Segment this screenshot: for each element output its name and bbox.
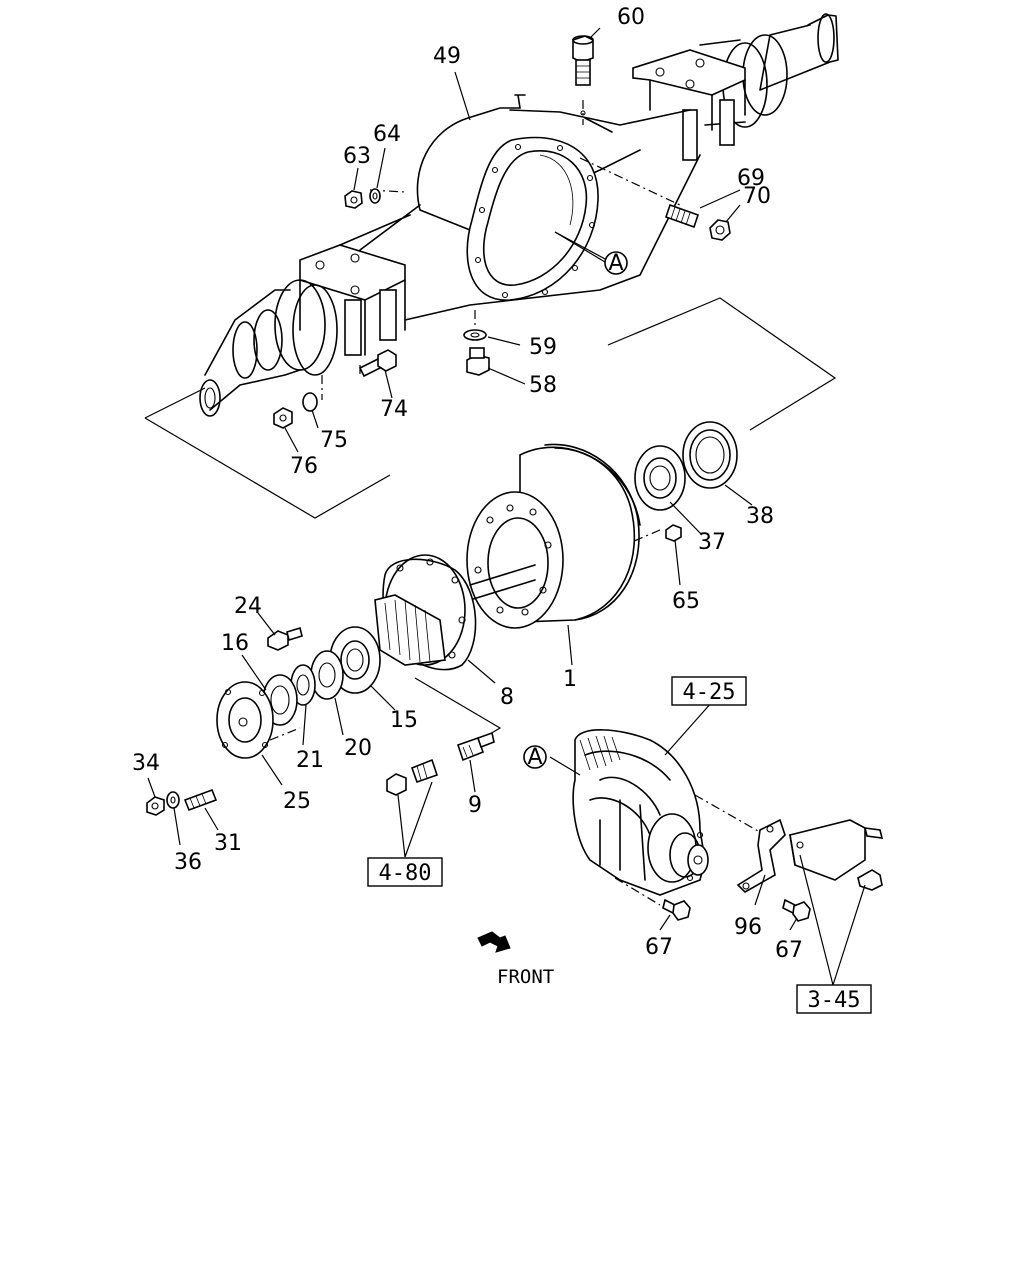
part-label-34: 34 [132, 751, 160, 776]
part-number-labels: 60 49 64 63 69 70 59 58 74 75 76 38 37 6… [132, 5, 803, 963]
part-label-31: 31 [214, 831, 242, 856]
reference-4-80-text: 4-80 [379, 861, 432, 886]
reference-box-4-25[interactable]: 4-25 [671, 676, 747, 706]
reference-box-4-80[interactable]: 4-80 [367, 857, 443, 887]
abs-sensor-9 [456, 731, 495, 762]
bracket-3-45 [789, 819, 884, 891]
callout-a-carrier: A [523, 745, 547, 770]
part-label-76: 76 [290, 454, 318, 479]
stud-31 [183, 788, 218, 812]
part-label-21: 21 [296, 748, 324, 773]
part-label-9: 9 [468, 793, 482, 818]
callout-a-housing-text: A [608, 251, 623, 276]
washer-59 [463, 329, 487, 341]
bolt-74 [358, 349, 397, 378]
part-label-60: 60 [617, 5, 645, 30]
front-arrow-icon [477, 931, 511, 953]
part-label-69: 69 [737, 166, 765, 191]
part-label-49: 49 [433, 44, 461, 69]
axle-shaft-flange-25 [216, 681, 301, 759]
parts-4-80 [386, 758, 439, 796]
part-label-64: 64 [373, 122, 401, 147]
bearing-37 [634, 445, 686, 511]
reference-4-25-text: 4-25 [683, 680, 736, 705]
front-label: FRONT [497, 966, 554, 988]
callout-a-housing: A [604, 251, 628, 276]
part-label-75: 75 [320, 428, 348, 453]
differential-carrier [572, 729, 766, 906]
nut-76 [273, 407, 293, 429]
part-label-59: 59 [529, 335, 557, 360]
part-label-36: 36 [174, 850, 202, 875]
part-label-16: 16 [221, 631, 249, 656]
reference-box-3-45[interactable]: 3-45 [796, 984, 872, 1014]
part-label-15: 15 [390, 708, 418, 733]
bolt-67-bracket [782, 898, 811, 922]
part-label-20: 20 [344, 736, 372, 761]
seal-38 [682, 421, 738, 489]
label-leaders [147, 27, 866, 986]
part-label-8: 8 [500, 685, 514, 710]
brake-drum-1 [466, 443, 641, 629]
part-label-65: 65 [672, 589, 700, 614]
bolt-60 [572, 35, 594, 116]
stud-69 [664, 203, 700, 229]
washer-64 [369, 188, 381, 204]
part-label-24: 24 [234, 594, 262, 619]
nut-63 [344, 190, 363, 209]
ring-75 [302, 392, 318, 412]
bolt-24 [267, 626, 303, 651]
drain-plug-58 [466, 347, 490, 376]
part-label-74: 74 [380, 397, 408, 422]
washer-36 [166, 791, 180, 809]
part-label-63: 63 [343, 144, 371, 169]
part-label-38: 38 [746, 504, 774, 529]
part-label-67-bracket: 67 [775, 938, 803, 963]
part-label-70: 70 [743, 184, 771, 209]
nut-65 [665, 524, 682, 542]
part-label-67-carrier: 67 [645, 935, 673, 960]
part-label-58: 58 [529, 373, 557, 398]
nut-70 [709, 219, 731, 241]
axle-housing [199, 13, 839, 417]
reference-3-45-text: 3-45 [808, 988, 861, 1013]
part-label-1: 1 [563, 667, 577, 692]
assembly-bracket-lines [144, 297, 837, 741]
bolt-67-carrier [662, 898, 691, 921]
nut-20 [310, 650, 344, 700]
part-label-25: 25 [283, 789, 311, 814]
part-label-37: 37 [698, 530, 726, 555]
callout-a-carrier-text: A [527, 745, 542, 770]
nut-34 [146, 796, 165, 816]
bracket-96 [736, 818, 786, 893]
part-label-96: 96 [734, 915, 762, 940]
hub-8 [374, 554, 536, 671]
